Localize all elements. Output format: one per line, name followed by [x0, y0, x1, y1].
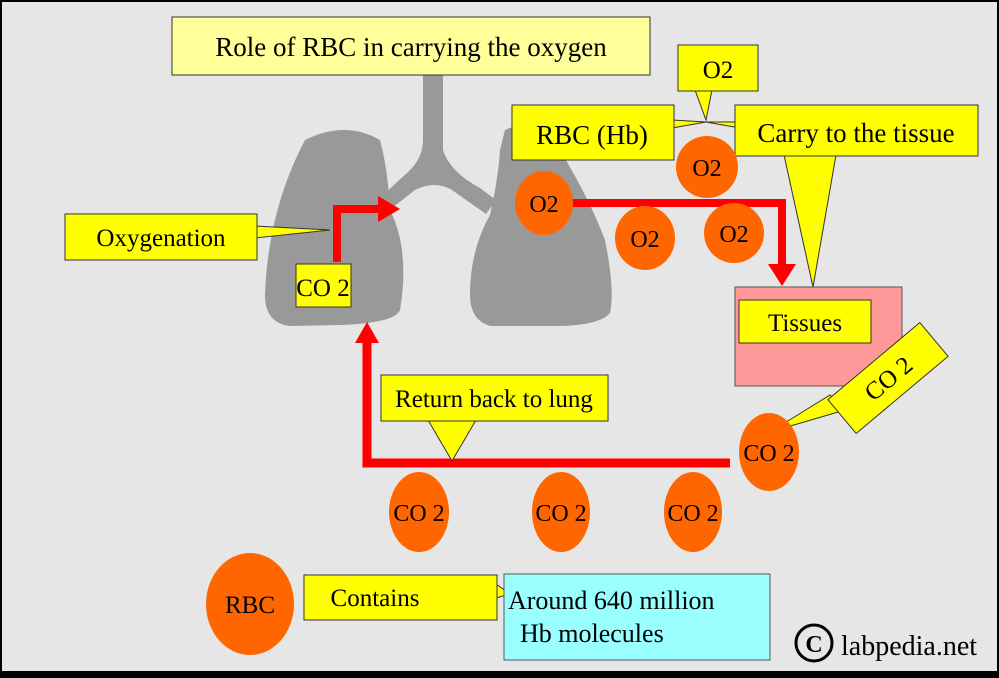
svg-text:CO 2: CO 2 — [667, 501, 718, 527]
svg-text:O2: O2 — [692, 156, 721, 182]
watermark-text: labpedia.net — [841, 631, 977, 662]
tissues-label: Tissues — [768, 310, 842, 337]
svg-text:O2: O2 — [719, 222, 748, 248]
svg-text:CO 2: CO 2 — [393, 501, 444, 527]
carry-arrow-line — [572, 199, 786, 265]
rbc-hb-callout: RBC (Hb) — [511, 104, 707, 161]
co2-cell: CO 2 — [664, 472, 722, 552]
contains-callout: Contains — [303, 574, 512, 621]
info-line-2: Hb molecules — [520, 619, 664, 648]
return-arrow-line — [362, 340, 730, 468]
o2-cell: O2 — [676, 136, 738, 198]
carry-callout: Carry to the tissue — [705, 104, 979, 288]
lung-co2-label: CO 2 — [296, 275, 349, 302]
hb-info-box: Around 640 million Hb molecules — [503, 573, 771, 661]
oxygenation-label: Oxygenation — [96, 225, 226, 252]
carry-label: Carry to the tissue — [757, 118, 954, 148]
o2-callout: O2 — [677, 44, 759, 122]
return-label: Return back to lung — [395, 386, 593, 413]
o2-cell: O2 — [515, 171, 573, 235]
svg-text:CO 2: CO 2 — [743, 441, 794, 467]
copyright-icon — [794, 623, 834, 663]
rbc-label: RBC — [225, 592, 275, 619]
svg-text:O2: O2 — [630, 227, 659, 253]
co2-cell: CO 2 — [532, 472, 590, 552]
copyright-letter: C — [805, 632, 822, 658]
o2-cell: O2 — [704, 203, 764, 263]
o2-cell: O2 — [615, 206, 675, 270]
lung-co2-box: CO 2 — [295, 263, 352, 308]
co2-cell: CO 2 — [389, 472, 449, 552]
rbc-hb-label: RBC (Hb) — [536, 120, 648, 150]
title-text: Role of RBC in carrying the oxygen — [215, 32, 607, 62]
o2-callout-label: O2 — [703, 57, 734, 84]
info-line-1: Around 640 million — [508, 586, 715, 615]
svg-text:CO 2: CO 2 — [535, 501, 586, 527]
co2-cells: CO 2 CO 2 CO 2 CO 2 — [389, 413, 799, 552]
contains-label: Contains — [331, 585, 420, 612]
title-box: Role of RBC in carrying the oxygen — [171, 16, 651, 76]
co2-cell: CO 2 — [739, 413, 799, 491]
svg-text:O2: O2 — [529, 192, 558, 218]
watermark: C labpedia.net — [794, 623, 977, 663]
o2-cells: O2 O2 O2 O2 — [515, 136, 764, 270]
return-callout: Return back to lung — [380, 374, 609, 462]
oxygenation-arrow-line — [333, 205, 380, 262]
return-arrow-head — [355, 322, 379, 343]
oxygenation-arrow-head — [378, 196, 400, 222]
carry-arrow-head — [768, 264, 796, 286]
oxygenation-callout: Oxygenation — [64, 213, 331, 261]
flow-arrows — [333, 196, 796, 468]
rbc-cell: RBC — [206, 553, 294, 655]
trachea — [382, 70, 496, 214]
